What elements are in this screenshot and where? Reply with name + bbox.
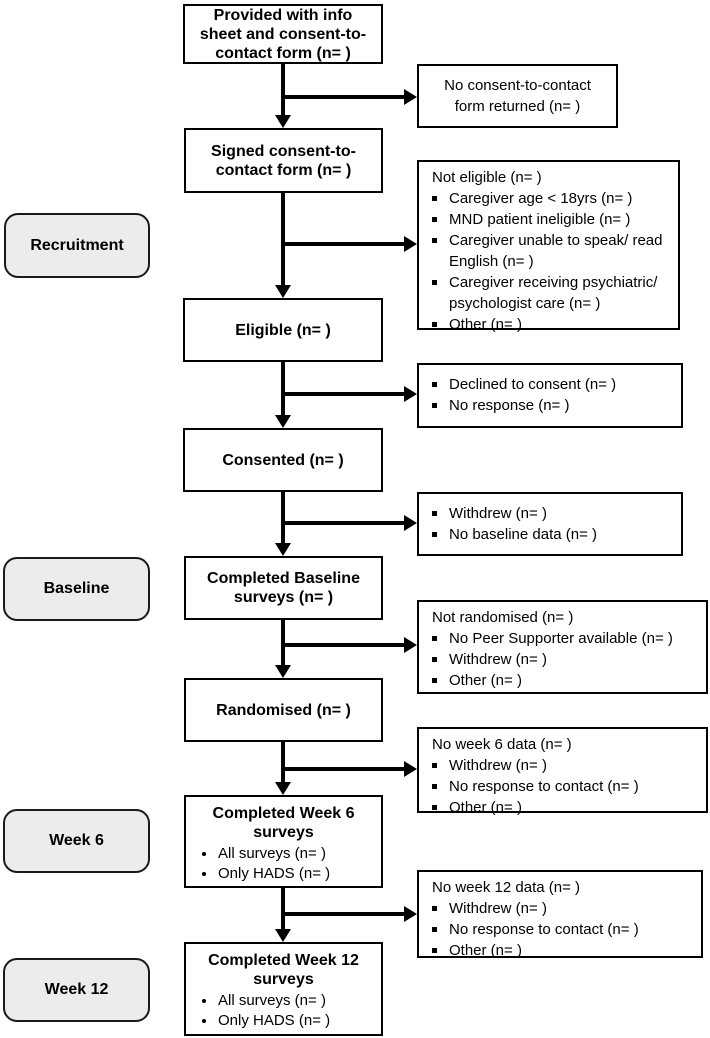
branch-arrow-line bbox=[281, 767, 404, 771]
side-box-not-randomised: Not randomised (n= ) No Peer Supporter a… bbox=[417, 600, 708, 694]
stage-label-week12: Week 12 bbox=[3, 958, 150, 1022]
flow-box-text: Provided with info sheet and consent-to-… bbox=[199, 6, 367, 62]
flow-box-text: Signed consent-to- contact form (n= ) bbox=[211, 142, 356, 179]
flow-box-eligible: Eligible (n= ) bbox=[183, 298, 383, 362]
down-arrow-line bbox=[281, 362, 285, 415]
side-box-no-week12-data: No week 12 data (n= ) Withdrew (n= ) No … bbox=[417, 870, 703, 961]
branch-arrow-line bbox=[281, 392, 404, 396]
flow-box-signed-consent: Signed consent-to- contact form (n= ) bbox=[184, 128, 383, 193]
flow-box-bullet-list: All surveys (n= ) Only HADS (n= ) bbox=[186, 844, 381, 884]
down-arrow-line bbox=[281, 742, 285, 782]
list-item: No response to contact (n= ) bbox=[419, 919, 701, 940]
branch-arrow-line bbox=[281, 242, 404, 246]
list-item: Withdrew (n= ) bbox=[419, 503, 681, 524]
side-box-no-week6-data: No week 6 data (n= ) Withdrew (n= ) No r… bbox=[417, 727, 708, 816]
right-arrowhead-icon bbox=[404, 89, 417, 105]
flow-box-week6-surveys: Completed Week 6 surveys All surveys (n=… bbox=[184, 795, 383, 888]
stage-label-baseline: Baseline bbox=[3, 557, 150, 621]
right-arrowhead-icon bbox=[404, 637, 417, 653]
side-box-bullet-list: Caregiver age < 18yrs (n= ) MND patient … bbox=[419, 188, 678, 335]
stage-label-recruitment: Recruitment bbox=[4, 213, 150, 278]
list-item: Other (n= ) bbox=[419, 797, 706, 818]
side-box-not-eligible: Not eligible (n= ) Caregiver age < 18yrs… bbox=[417, 160, 680, 333]
list-item: No Peer Supporter available (n= ) bbox=[419, 628, 706, 649]
list-item: Other (n= ) bbox=[419, 314, 678, 335]
list-item: Other (n= ) bbox=[419, 940, 701, 961]
branch-arrow-line bbox=[281, 95, 404, 99]
side-box-bullet-list: Withdrew (n= ) No response to contact (n… bbox=[419, 898, 701, 961]
side-box-header: Not randomised (n= ) bbox=[432, 609, 574, 626]
stage-label-week6: Week 6 bbox=[3, 809, 150, 873]
side-box-declined: Declined to consent (n= ) No response (n… bbox=[417, 363, 683, 428]
list-item: Caregiver receiving psychiatric/ psychol… bbox=[419, 272, 678, 314]
side-box-header: No week 12 data (n= ) bbox=[432, 879, 581, 896]
flow-box-text: Randomised (n= ) bbox=[216, 701, 351, 719]
down-arrow-line bbox=[281, 620, 285, 665]
list-item: Declined to consent (n= ) bbox=[419, 374, 681, 395]
flow-box-title: Completed Week 12 surveys bbox=[208, 952, 359, 988]
down-arrowhead-icon bbox=[275, 929, 291, 942]
flow-box-provided-info: Provided with info sheet and consent-to-… bbox=[183, 4, 383, 64]
side-box-bullet-list: Withdrew (n= ) No response to contact (n… bbox=[419, 755, 706, 818]
list-item: MND patient ineligible (n= ) bbox=[419, 209, 678, 230]
side-box-bullet-list: Withdrew (n= ) No baseline data (n= ) bbox=[419, 494, 681, 545]
side-box-header: No week 6 data (n= ) bbox=[432, 736, 572, 753]
flow-box-week12-surveys: Completed Week 12 surveys All surveys (n… bbox=[184, 942, 383, 1036]
list-item: Only HADS (n= ) bbox=[186, 1011, 381, 1031]
down-arrow-line bbox=[281, 64, 285, 115]
list-item: No response to contact (n= ) bbox=[419, 776, 706, 797]
list-item: Caregiver age < 18yrs (n= ) bbox=[419, 188, 678, 209]
flow-box-text: Completed Baseline surveys (n= ) bbox=[207, 570, 360, 606]
side-box-bullet-list: Declined to consent (n= ) No response (n… bbox=[419, 365, 681, 416]
side-box-header: Not eligible (n= ) bbox=[432, 169, 542, 186]
list-item: Withdrew (n= ) bbox=[419, 649, 706, 670]
branch-arrow-line bbox=[281, 521, 404, 525]
down-arrow-line bbox=[281, 492, 285, 543]
down-arrow-line bbox=[281, 193, 285, 285]
flow-box-bullet-list: All surveys (n= ) Only HADS (n= ) bbox=[186, 991, 381, 1031]
branch-arrow-line bbox=[281, 912, 404, 916]
flow-box-title: Completed Week 6 surveys bbox=[212, 804, 355, 841]
list-item: Only HADS (n= ) bbox=[186, 864, 381, 884]
list-item: Caregiver unable to speak/ read English … bbox=[419, 230, 678, 272]
side-box-no-consent-returned: No consent-to-contact form returned (n= … bbox=[417, 64, 618, 128]
right-arrowhead-icon bbox=[404, 386, 417, 402]
list-item: No baseline data (n= ) bbox=[419, 524, 681, 545]
list-item: All surveys (n= ) bbox=[186, 844, 381, 864]
flow-box-text: Eligible (n= ) bbox=[235, 321, 331, 339]
right-arrowhead-icon bbox=[404, 761, 417, 777]
branch-arrow-line bbox=[281, 643, 404, 647]
right-arrowhead-icon bbox=[404, 515, 417, 531]
stage-label-text: Baseline bbox=[43, 580, 110, 597]
down-arrow-line bbox=[281, 888, 285, 929]
down-arrowhead-icon bbox=[275, 415, 291, 428]
side-box-bullet-list: No Peer Supporter available (n= ) Withdr… bbox=[419, 628, 706, 691]
right-arrowhead-icon bbox=[404, 236, 417, 252]
flow-box-consented: Consented (n= ) bbox=[183, 428, 383, 492]
down-arrowhead-icon bbox=[275, 543, 291, 556]
side-box-text: No consent-to-contact form returned (n= … bbox=[444, 77, 591, 115]
side-box-no-baseline-data: Withdrew (n= ) No baseline data (n= ) bbox=[417, 492, 683, 556]
right-arrowhead-icon bbox=[404, 906, 417, 922]
stage-label-text: Week 6 bbox=[49, 832, 104, 849]
list-item: Withdrew (n= ) bbox=[419, 898, 701, 919]
stage-label-text: Recruitment bbox=[30, 236, 124, 254]
list-item: No response (n= ) bbox=[419, 395, 681, 416]
list-item: Withdrew (n= ) bbox=[419, 755, 706, 776]
flow-box-text: Consented (n= ) bbox=[222, 451, 344, 469]
flow-box-randomised: Randomised (n= ) bbox=[184, 678, 383, 742]
down-arrowhead-icon bbox=[275, 665, 291, 678]
down-arrowhead-icon bbox=[275, 782, 291, 795]
list-item: All surveys (n= ) bbox=[186, 991, 381, 1011]
flow-box-baseline-surveys: Completed Baseline surveys (n= ) bbox=[184, 556, 383, 620]
down-arrowhead-icon bbox=[275, 285, 291, 298]
stage-label-text: Week 12 bbox=[44, 981, 109, 998]
down-arrowhead-icon bbox=[275, 115, 291, 128]
list-item: Other (n= ) bbox=[419, 670, 706, 691]
